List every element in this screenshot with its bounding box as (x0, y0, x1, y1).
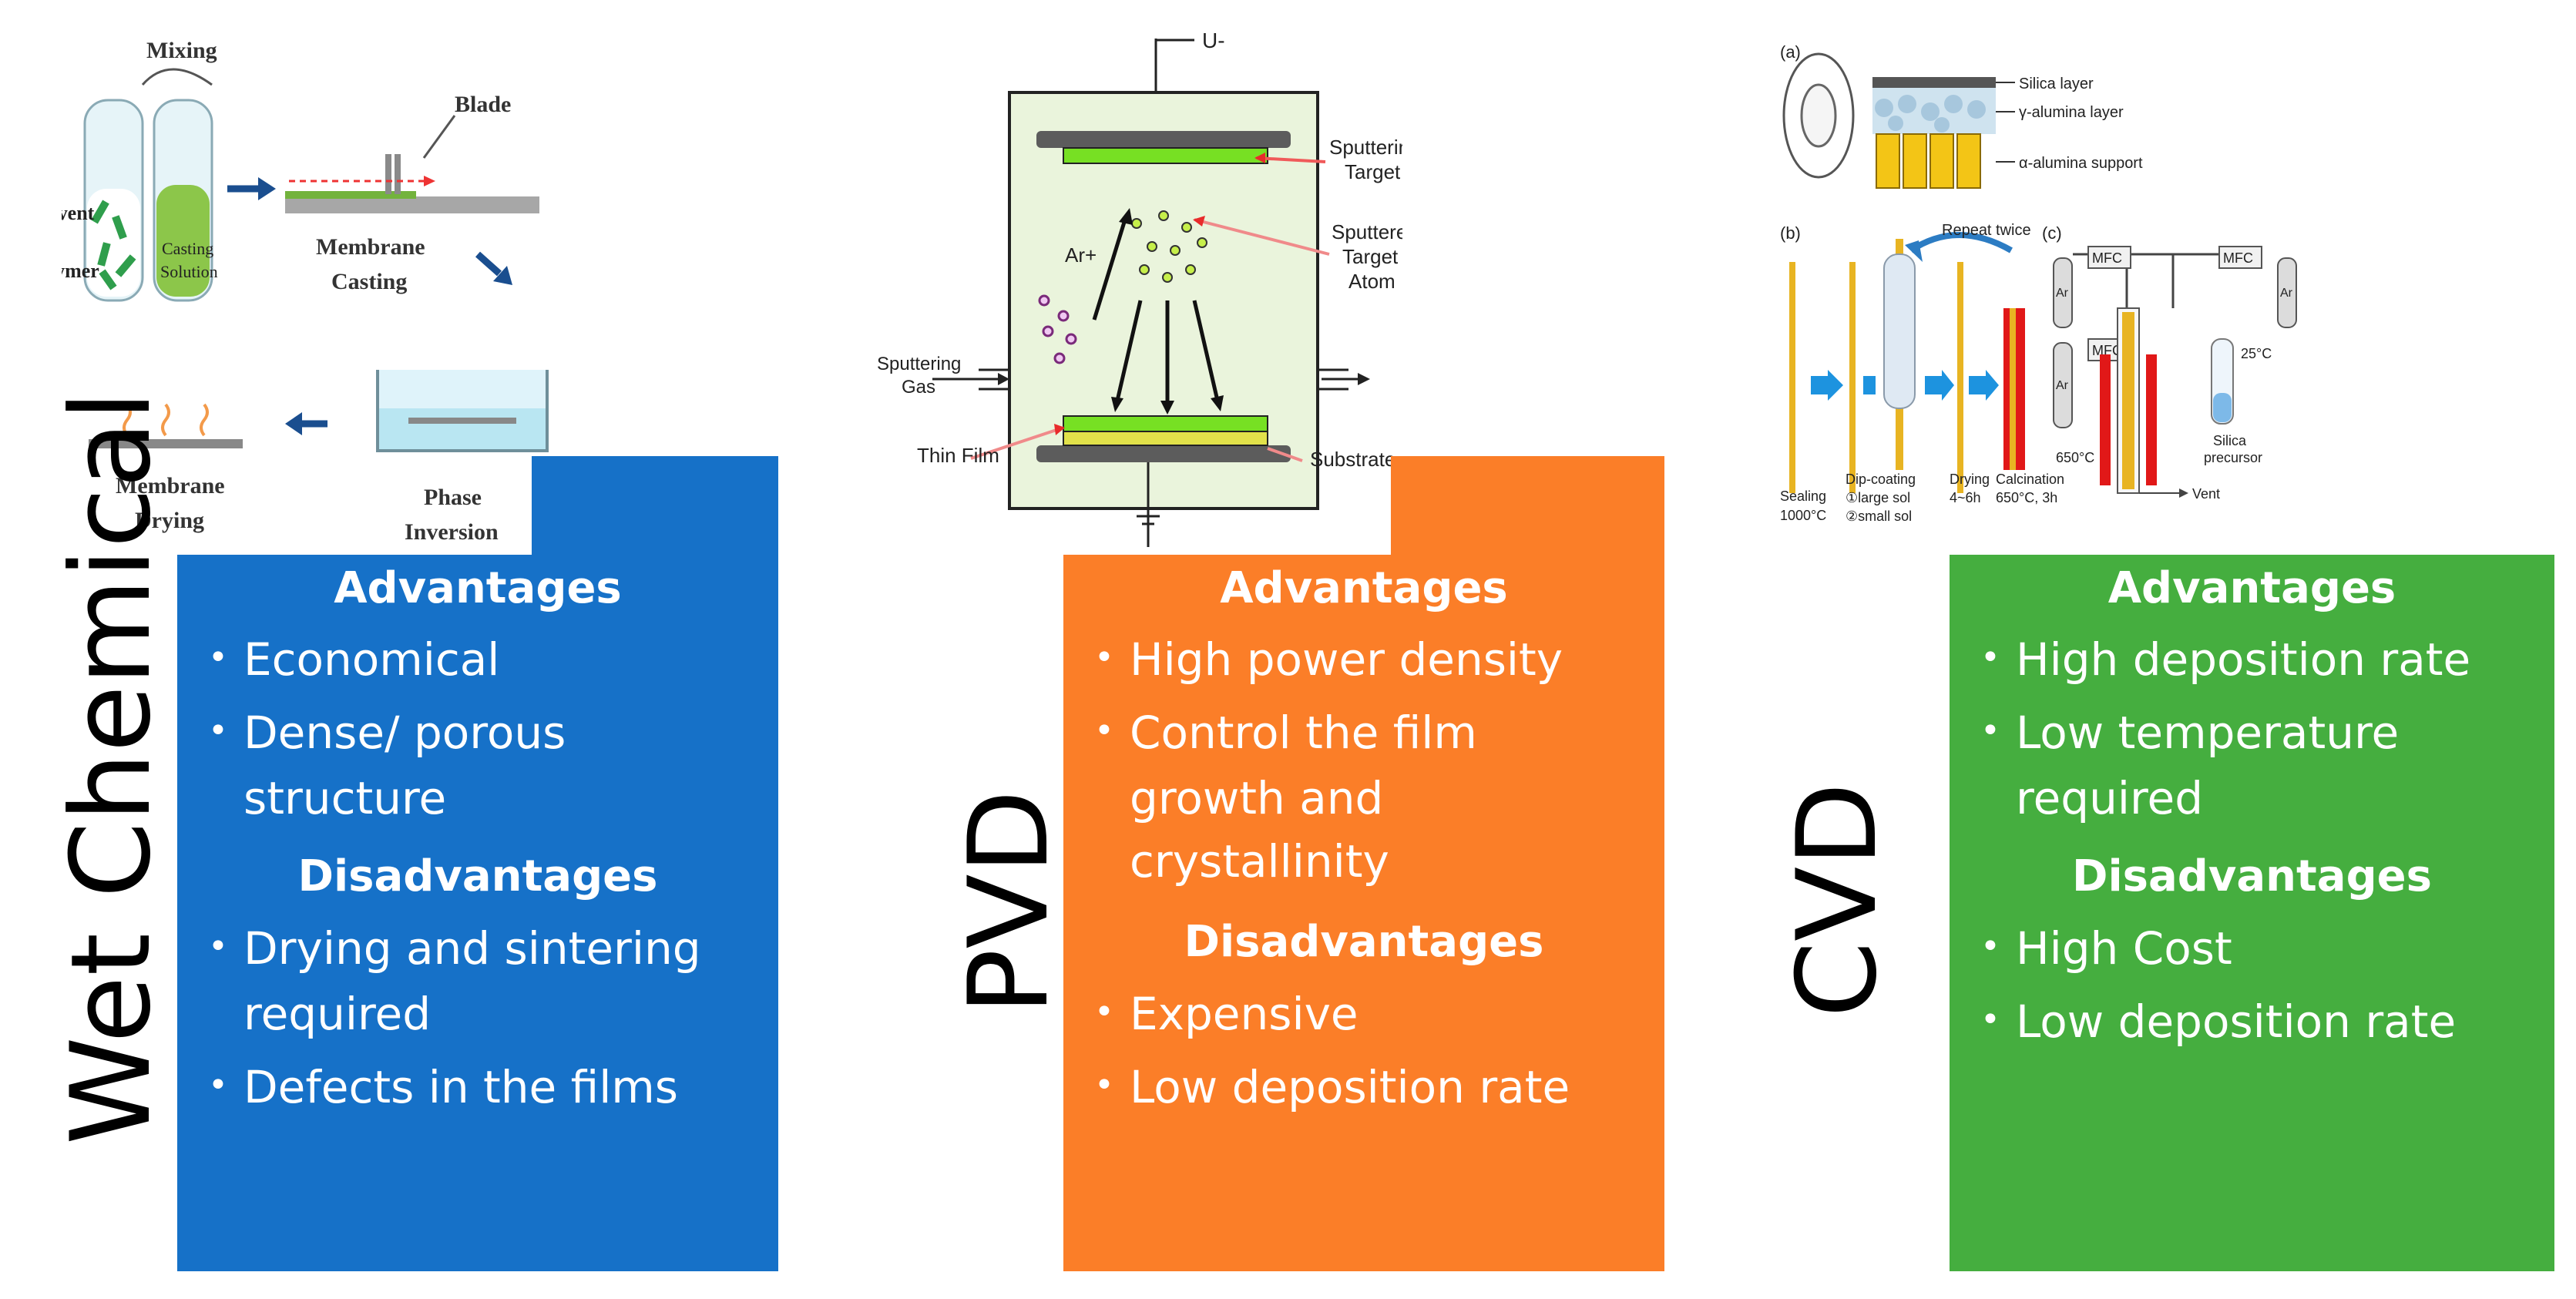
membrane-drying-label-1: Membrane (116, 473, 225, 498)
pvd-advantages-heading: Advantages (1220, 563, 1508, 613)
pvd-sputtering-figure: U- Ar+ Sputtering Target Sputtered Targe… (877, 29, 1402, 547)
solvent-label: Solvent (62, 202, 95, 224)
dip-label-1: Dip-coating (1846, 472, 1916, 487)
sputtering-gas-label-2: Gas (902, 377, 935, 398)
temp-25-label: 25°C (2241, 346, 2272, 361)
repeat-label: Repeat twice (1942, 222, 2031, 239)
cvd-advantage-item-continued: required (2016, 772, 2204, 824)
cvd-label: CVD (1774, 782, 1901, 1018)
pvd-disadvantage-item: •Low deposition rate (1094, 1061, 1570, 1113)
wet-advantage-item: •Economical (208, 633, 500, 686)
pvd-card-content: Advantages •High power density •Control … (1063, 555, 1664, 1271)
blade-label: Blade (455, 92, 511, 117)
pvd-advantage-item: •Control the film (1094, 707, 1477, 759)
wet-chemical-label: Wet Chemical (48, 390, 175, 1145)
membrane-drying-label-2: Drying (135, 508, 204, 533)
pvd-advantage-item: •High power density (1094, 633, 1563, 686)
mfc-label-3: MFC (2092, 343, 2122, 358)
membrane-casting-label-2: Casting (331, 269, 407, 294)
cvd-disadvantage-item: •Low deposition rate (1980, 995, 2457, 1048)
voltage-label: U- (1202, 29, 1225, 52)
sealing-label-1: Sealing (1780, 488, 1826, 504)
wet-chemical-card (177, 555, 778, 1271)
substrate-label: Substrate (1310, 448, 1395, 471)
wet-chemical-card-content: Advantages •Economical •Dense/ porous st… (177, 555, 778, 1271)
wet-disadvantages-heading: Disadvantages (297, 851, 658, 901)
cvd-disadvantage-item: •High Cost (1980, 922, 2232, 975)
sputtered-label-2: Target (1342, 245, 1399, 268)
alpha-support-label: α-alumina support (2019, 155, 2143, 172)
ar-label-2: Ar (2280, 287, 2293, 300)
membrane-casting-label-1: Membrane (316, 234, 425, 260)
wet-chemical-process-figure: Mixing Solvent Polymer Casting Solution … (62, 38, 549, 545)
sputtering-target-label-2: Target (1345, 160, 1401, 183)
cvd-card (1950, 555, 2554, 1271)
panel-b-label: (b) (1780, 223, 1801, 243)
mixing-label: Mixing (146, 38, 217, 63)
polymer-label: Polymer (62, 260, 99, 282)
calcination-label-2: 650°C, 3h (1996, 490, 2057, 505)
cvd-process-figure: (a) (b) (c) Silica layer γ-alumina layer… (1772, 31, 2312, 555)
drying-label-2: 4~6h (1950, 490, 1981, 505)
cvd-advantages-heading: Advantages (2107, 563, 2396, 613)
calcination-label-1: Calcination (1996, 472, 2064, 487)
sputtered-label-3: Atom (1348, 270, 1395, 293)
cvd-card-content: Advantages •High deposition rate •Low te… (1950, 555, 2554, 1271)
dip-label-3: ②small sol (1846, 509, 1912, 524)
thin-film-label: Thin Film (917, 444, 999, 467)
wet-advantage-item: •Dense/ porous (208, 707, 566, 759)
pvd-card (1063, 555, 1664, 1271)
silica-precursor-label-1: Silica (2213, 433, 2247, 448)
panel-c-label: (c) (2042, 223, 2062, 243)
wet-advantage-item-continued: structure (243, 772, 447, 824)
gamma-layer-label: γ-alumina layer (2019, 104, 2124, 121)
wet-chemical-card-tab (532, 456, 778, 564)
sputtering-gas-label-1: Sputtering (877, 354, 961, 374)
ion-label: Ar+ (1065, 243, 1097, 267)
ar-label-3: Ar (2056, 379, 2069, 392)
cvd-advantage-item: •Low temperature (1980, 707, 2400, 759)
wet-disadvantage-item-continued: required (243, 988, 432, 1040)
mfc-label-2: MFC (2223, 250, 2253, 266)
sealing-label-2: 1000°C (1780, 508, 1826, 523)
phase-label-2: Inversion (405, 519, 499, 545)
pvd-advantage-item-continued: crystallinity (1130, 835, 1389, 888)
sputtering-target-label-1: Sputtering (1329, 136, 1402, 159)
silica-layer-label: Silica layer (2019, 76, 2094, 92)
silica-precursor-label-2: precursor (2204, 450, 2262, 465)
panel-a-label: (a) (1780, 42, 1801, 62)
wet-advantages-heading: Advantages (334, 563, 622, 613)
sputtered-label-1: Sputtered (1332, 220, 1402, 243)
temp-650-label: 650°C (2056, 450, 2094, 465)
pvd-card-tab (1391, 456, 1664, 564)
casting-label: Casting (162, 239, 213, 258)
pvd-disadvantage-item: •Expensive (1094, 988, 1359, 1040)
dip-label-2: ①large sol (1846, 490, 1910, 505)
cvd-disadvantages-heading: Disadvantages (2071, 851, 2432, 901)
mfc-label-1: MFC (2092, 250, 2122, 266)
pvd-advantage-item-continued: growth and (1130, 772, 1384, 824)
cvd-advantage-item: •High deposition rate (1980, 633, 2471, 686)
ar-label-1: Ar (2056, 287, 2069, 300)
phase-label-1: Phase (424, 485, 482, 510)
vent-label: Vent (2192, 486, 2220, 502)
wet-disadvantage-item: •Drying and sintering (208, 922, 701, 975)
drying-label-1: Drying (1950, 472, 1990, 487)
solution-label: Solution (160, 262, 218, 281)
pvd-disadvantages-heading: Disadvantages (1184, 917, 1544, 967)
wet-disadvantage-item: •Defects in the films (208, 1061, 679, 1113)
pvd-label: PVD (945, 789, 1073, 1015)
